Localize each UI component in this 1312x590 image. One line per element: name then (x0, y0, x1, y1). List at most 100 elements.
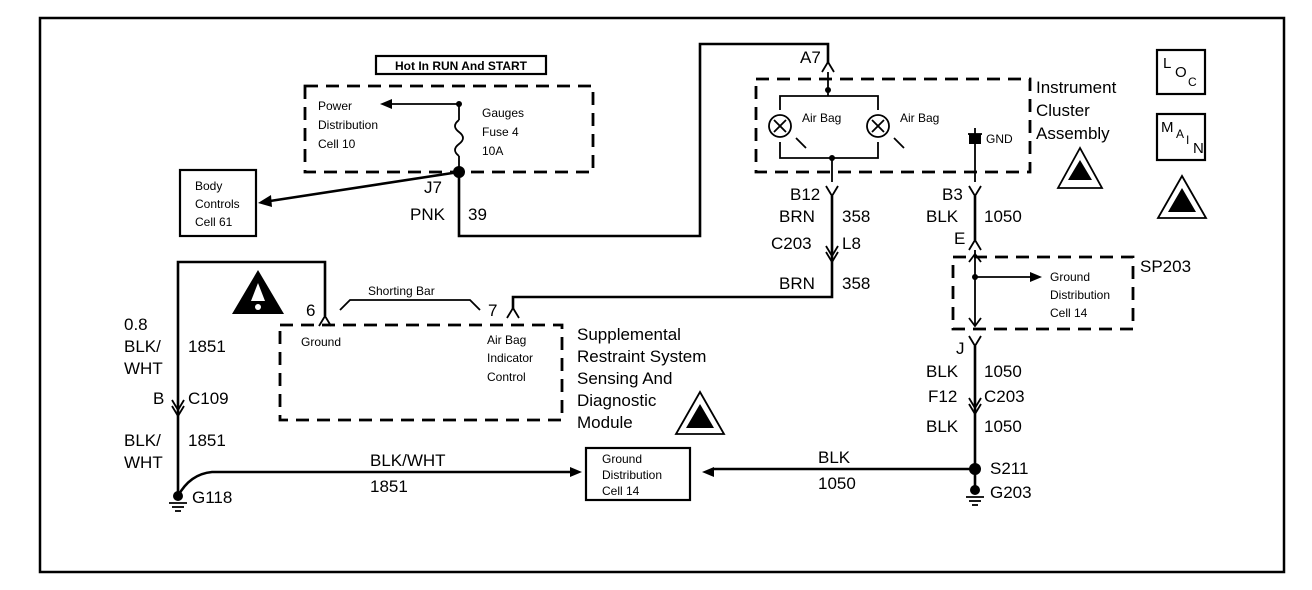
loc-icon (1155, 48, 1207, 96)
b3-connector-symbol (968, 185, 982, 198)
blkwht-color-2b: WHT (124, 453, 163, 472)
bottom-blkwht-color: BLK/WHT (370, 451, 446, 470)
main-icon (1155, 112, 1207, 162)
sdm-pin7: 7 (488, 301, 497, 320)
diagram-frame (38, 16, 1286, 574)
brn-circuit: 358 (842, 207, 870, 226)
blkwht-circuit-2: 1851 (188, 431, 226, 450)
loc-icon-c: C (1188, 75, 1197, 89)
cluster-gnd-icon (968, 128, 982, 182)
g203-ground-icon (966, 485, 984, 506)
l8-pin: L8 (842, 234, 861, 253)
a7-connector: A7 (800, 48, 821, 67)
wire-blkwht-1851 (176, 260, 327, 496)
blk-color-mid: BLK (926, 362, 959, 381)
e-pin: E (954, 229, 965, 248)
j-connector-symbol (968, 335, 982, 348)
g118-label: G118 (192, 488, 232, 507)
c203-connector-blk: C203 (984, 387, 1025, 406)
c203-connector-brn: C203 (771, 234, 812, 253)
fuse-wiring (380, 99, 464, 172)
airbag-indicator-control-label: Air Bag Indicator Control (487, 333, 536, 384)
body-controls-label: Body Controls Cell 61 (195, 179, 243, 229)
c109-connector-symbol (171, 399, 185, 418)
f12-pin: F12 (928, 387, 957, 406)
sp203-label: SP203 (1140, 257, 1191, 276)
blk-circuit-top: 1050 (984, 207, 1022, 226)
bottom-blkwht-circuit: 1851 (370, 477, 408, 496)
sp203-outline (951, 255, 1135, 331)
sp203-ground-dist-label: Ground Distribution Cell 14 (1050, 270, 1113, 320)
wire-pnk-39 (457, 42, 830, 238)
pnk-color: PNK (410, 205, 446, 224)
airbag-lamp-right-icon (866, 114, 905, 149)
bottom-ground-dist-box (584, 446, 692, 502)
j-pin: J (956, 339, 965, 358)
sp203-internal-wiring (968, 250, 1042, 328)
brn-color-2: BRN (779, 274, 815, 293)
arrow-body-controls (258, 195, 272, 207)
esd-warning-icon (1056, 146, 1104, 189)
wire-bottom-blkwht-1851 (176, 470, 570, 497)
bottom-blk-color: BLK (818, 448, 851, 467)
gauges-fuse-label: Gauges Fuse 4 10A (482, 106, 527, 158)
hot-label-box (374, 54, 548, 76)
sdm-title: Supplemental Restraint System Sensing An… (577, 325, 711, 432)
power-distribution-label: Power Distribution Cell 10 (318, 99, 381, 151)
main-icon-i: I (1186, 133, 1189, 147)
e-connector-symbol (968, 238, 982, 251)
b-pin: B (153, 389, 164, 408)
main-icon-a: A (1176, 127, 1184, 141)
airbag-lamp-left-icon (768, 114, 807, 149)
b12-connector-symbol (825, 185, 839, 198)
brn-circuit-2: 358 (842, 274, 870, 293)
wire-brn-358 (511, 196, 834, 310)
esd-warning-icon-sdm (674, 390, 726, 435)
wire-to-body-controls (269, 170, 460, 203)
j7-pin: J7 (424, 178, 442, 197)
c109-connector: C109 (188, 389, 229, 408)
blkwht-color-2a: BLK/ (124, 431, 161, 450)
wire-gauge: 0.8 (124, 315, 148, 334)
cluster-gnd-label: GND (986, 132, 1013, 146)
body-controls-box (178, 168, 258, 238)
pin7-connector-symbol (506, 306, 520, 319)
b12-pin: B12 (790, 185, 820, 204)
main-icon-m: M (1161, 119, 1174, 136)
blk-circuit-mid: 1050 (984, 362, 1022, 381)
warning-triangle-icon (232, 270, 284, 314)
hot-label: Hot In RUN And START (395, 59, 528, 73)
blk-color-top: BLK (926, 207, 959, 226)
pnk-circuit: 39 (468, 205, 487, 224)
esd-warning-icon-right (1156, 174, 1208, 219)
s211-label: S211 (990, 459, 1028, 478)
a7-connector-symbol (821, 60, 835, 73)
shorting-bar-label: Shorting Bar (368, 284, 435, 298)
blkwht-color-1b: WHT (124, 359, 163, 378)
blk-circuit-mid-2: 1050 (984, 417, 1022, 436)
main-icon-n: N (1193, 140, 1204, 157)
bottom-blk-circuit: 1050 (818, 474, 856, 493)
airbag-label-left: Air Bag (802, 111, 841, 125)
loc-icon-o: O (1175, 64, 1187, 81)
arrow-bottom-right (702, 467, 714, 477)
blkwht-color-1a: BLK/ (124, 337, 161, 356)
sdm-pin6: 6 (306, 301, 315, 320)
g203-label: G203 (990, 483, 1032, 502)
sdm-ground-label: Ground (301, 335, 341, 349)
arrow-bottom-left (570, 467, 582, 477)
airbag-label-right: Air Bag (900, 111, 939, 125)
shorting-bar-line (339, 299, 481, 311)
brn-color: BRN (779, 207, 815, 226)
blkwht-circuit: 1851 (188, 337, 226, 356)
fuse-icon (454, 119, 464, 157)
b3-pin: B3 (942, 185, 963, 204)
cluster-outline (754, 77, 1032, 174)
bottom-ground-dist-label: Ground Distribution Cell 14 (602, 452, 665, 498)
cluster-title: Instrument Cluster Assembly (1036, 78, 1121, 143)
loc-icon-l: L (1163, 55, 1171, 72)
blk-color-mid-2: BLK (926, 417, 959, 436)
fuse-block-outline (303, 84, 595, 174)
cluster-internal-wiring (779, 72, 879, 182)
